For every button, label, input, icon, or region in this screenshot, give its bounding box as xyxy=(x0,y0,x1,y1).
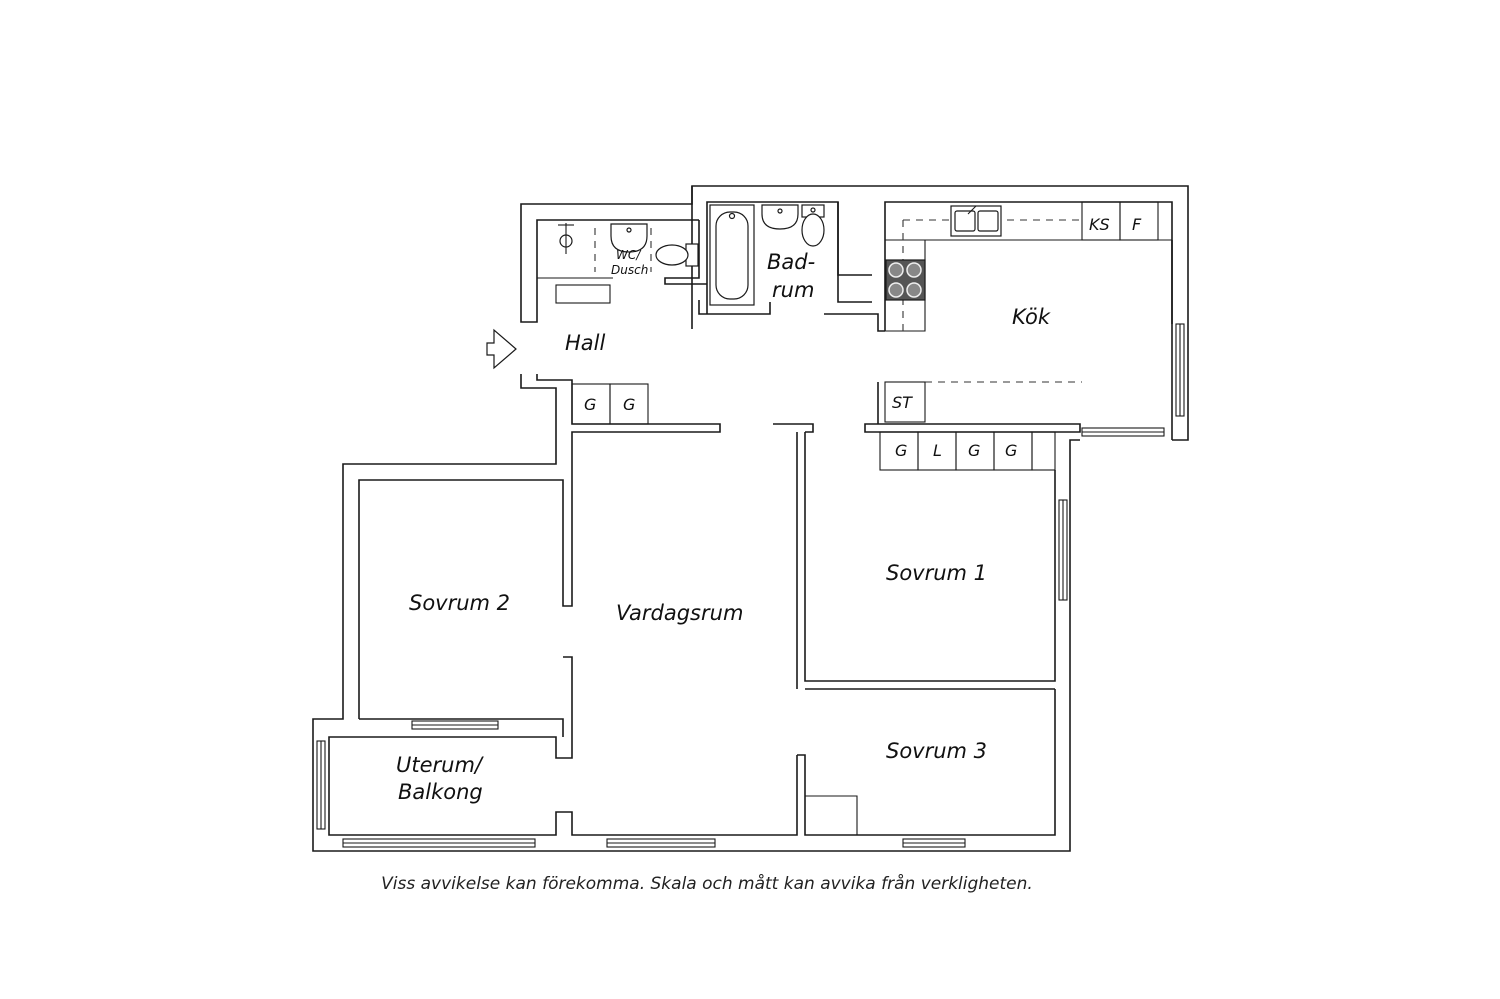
room-label-wc: WC/ xyxy=(616,248,642,262)
room-label-badrum: Bad- xyxy=(767,250,815,274)
stove-icon xyxy=(885,259,926,301)
shower-icon xyxy=(558,223,574,254)
room-label-vardagsrum: Vardagsrum xyxy=(616,601,743,625)
closet-label: G xyxy=(1005,441,1017,460)
closet-label: G xyxy=(895,441,907,460)
closet-label: G xyxy=(623,395,635,414)
room-label-sovrum-3: Sovrum 3 xyxy=(886,739,987,763)
disclaimer-text: Viss avvikelse kan förekomma. Skala och … xyxy=(381,874,1033,894)
entrance-arrow-icon xyxy=(486,328,517,370)
bathtub-icon xyxy=(709,204,755,306)
toilet-icon xyxy=(801,204,825,247)
closet-label: G xyxy=(584,395,596,414)
closet-label: L xyxy=(933,441,942,460)
toilet-icon xyxy=(655,243,699,267)
outer-walls xyxy=(312,185,1189,852)
kitchen-sink-icon xyxy=(950,205,1002,237)
appliance-label-ks: KS xyxy=(1089,215,1110,234)
fixtures xyxy=(558,201,1159,471)
room-label-uterum: Uterum/ xyxy=(396,753,484,777)
closet-label: G xyxy=(968,441,980,460)
appliance-label-f: F xyxy=(1132,215,1142,234)
room-label-balkong: Balkong xyxy=(398,780,483,804)
storage-label-st: ST xyxy=(892,393,913,412)
sink-icon xyxy=(610,223,648,253)
room-label-badrum-2: rum xyxy=(772,278,814,302)
room-label-wc-2: Dusch xyxy=(611,263,648,277)
room-label-hall: Hall xyxy=(565,331,605,355)
windows xyxy=(316,323,1185,848)
room-label-kok: Kök xyxy=(1012,305,1051,329)
interior-walls xyxy=(328,202,1172,836)
room-label-sovrum-2: Sovrum 2 xyxy=(409,591,510,615)
room-label-sovrum-1: Sovrum 1 xyxy=(886,561,987,585)
sink-icon xyxy=(761,204,799,230)
